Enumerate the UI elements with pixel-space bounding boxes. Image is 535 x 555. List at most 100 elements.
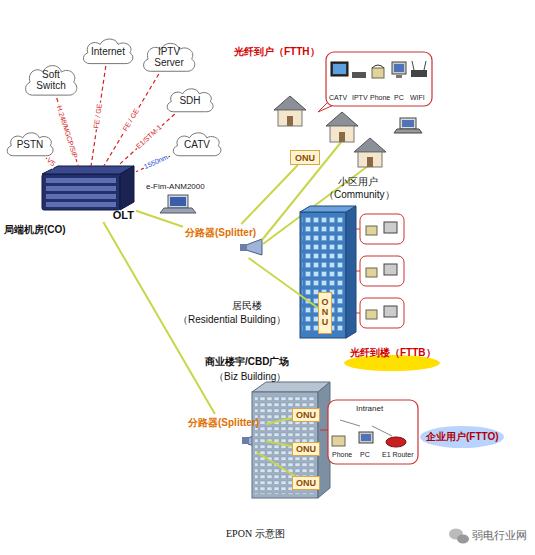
ftth-callout [424, 61, 426, 70]
intranet-callout [328, 400, 418, 464]
splitter-node: 分路器(Splitter) [186, 414, 266, 452]
link-label: 1550nm [142, 153, 170, 171]
ftth-callout [372, 65, 384, 68]
ftth-callout [333, 64, 346, 74]
figure-caption: EPON 示意图 [226, 528, 285, 540]
cloud-outline [83, 39, 132, 64]
service-cloud: PSTN [4, 130, 56, 158]
biz-building [255, 396, 315, 494]
home-terminals [356, 229, 360, 230]
ftth-callout [326, 52, 432, 106]
service-cloud: CATV [170, 130, 224, 158]
area-label: 小区用户 [338, 176, 378, 188]
node-label: ONU [295, 153, 315, 163]
service-link [91, 66, 106, 166]
ftth-callout [396, 75, 402, 78]
callout-title: 企业用户(FTTO) [426, 431, 499, 443]
laptop-icon [400, 118, 416, 129]
house [287, 116, 293, 126]
fiber-link [241, 165, 297, 224]
house [358, 152, 382, 167]
device-label: CATV [329, 94, 347, 102]
home-terminals [356, 214, 404, 328]
site-label: 局端机房(CO) [4, 224, 66, 236]
olt-rack [46, 186, 116, 191]
laptop-icon [394, 118, 422, 133]
link-label: E1/STM-1 [134, 123, 164, 151]
management-laptop [160, 195, 196, 213]
ftth-callout [394, 64, 404, 72]
link-label: H.248/MGCP/SIP [55, 104, 79, 161]
management-laptop [168, 195, 188, 208]
phone-icon [384, 306, 397, 317]
intranet-callout [359, 432, 373, 443]
node-label: IPTV Server [149, 46, 189, 68]
olt-rack [42, 166, 134, 210]
biz-building [252, 382, 330, 498]
callout-title: 光纤到楼（FTTB） [350, 347, 436, 359]
house [354, 138, 386, 152]
splitter-icon [240, 244, 247, 251]
link-label: V5 [44, 156, 57, 169]
cloud-outline [26, 66, 77, 96]
area-label: （Community） [324, 189, 395, 201]
house [278, 110, 302, 126]
cloud-outline [144, 43, 195, 71]
home-terminals [360, 298, 404, 328]
olt-rack [46, 194, 116, 199]
service-link [104, 74, 159, 166]
node-label: 分路器(Splitter) [185, 226, 256, 240]
ftth-callout [411, 70, 427, 77]
house [339, 132, 345, 142]
node-label: CATV [184, 139, 210, 150]
onu-node: ONU [292, 476, 320, 490]
residential-building [346, 206, 356, 338]
fiber-link [256, 452, 294, 476]
device-label: Phone [370, 94, 390, 102]
device-label: PC [394, 94, 404, 102]
splitter-icon [246, 239, 262, 255]
olt-rack [42, 166, 134, 174]
link-label: FE / GE [121, 106, 141, 133]
onu-node: ONU [292, 442, 320, 456]
management-laptop [170, 197, 186, 206]
splitter-node: 分路器(Splitter) [183, 224, 267, 258]
biz-building [252, 382, 330, 392]
ftth-callout [412, 61, 414, 70]
area-label: （Biz Building） [214, 371, 286, 383]
management-laptop [160, 208, 196, 213]
cloud-outline [167, 89, 213, 112]
device-label: PC [360, 451, 370, 459]
node-label: OLT [113, 209, 134, 221]
node-label: Soft Switch [31, 69, 71, 91]
onu-node: ONU [290, 150, 320, 165]
phone-icon [366, 310, 377, 319]
phone-icon [366, 226, 377, 235]
area-label: 居民楼 [232, 300, 262, 312]
residential-building [300, 212, 346, 338]
watermark: 弱电行业网 [472, 529, 527, 542]
ftth-callout [372, 68, 384, 78]
link-label: FE / GE [93, 102, 105, 130]
area-label: 商业楼宇/CBD广场 [205, 356, 289, 368]
olt-rack [46, 178, 116, 183]
intranet-callout [361, 434, 371, 441]
ftto-badge [420, 426, 504, 448]
node-label: ONU [296, 410, 316, 420]
device-label: Intranet [356, 404, 383, 413]
ftth-callout [392, 62, 406, 74]
onu-node: ONU [318, 292, 332, 334]
residential-building [300, 206, 356, 338]
olt-rack [120, 166, 134, 210]
service-cloud: Internet [80, 36, 136, 66]
node-label: Internet [91, 46, 125, 57]
olt-node: OLT [38, 166, 136, 222]
device-label: Phone [332, 451, 352, 459]
phone-icon [384, 222, 397, 233]
service-cloud: SDH [164, 86, 216, 114]
ftth-callout [318, 52, 432, 112]
home-terminals [360, 256, 404, 286]
intranet-callout [332, 436, 345, 446]
node-label: ONU [321, 298, 330, 328]
